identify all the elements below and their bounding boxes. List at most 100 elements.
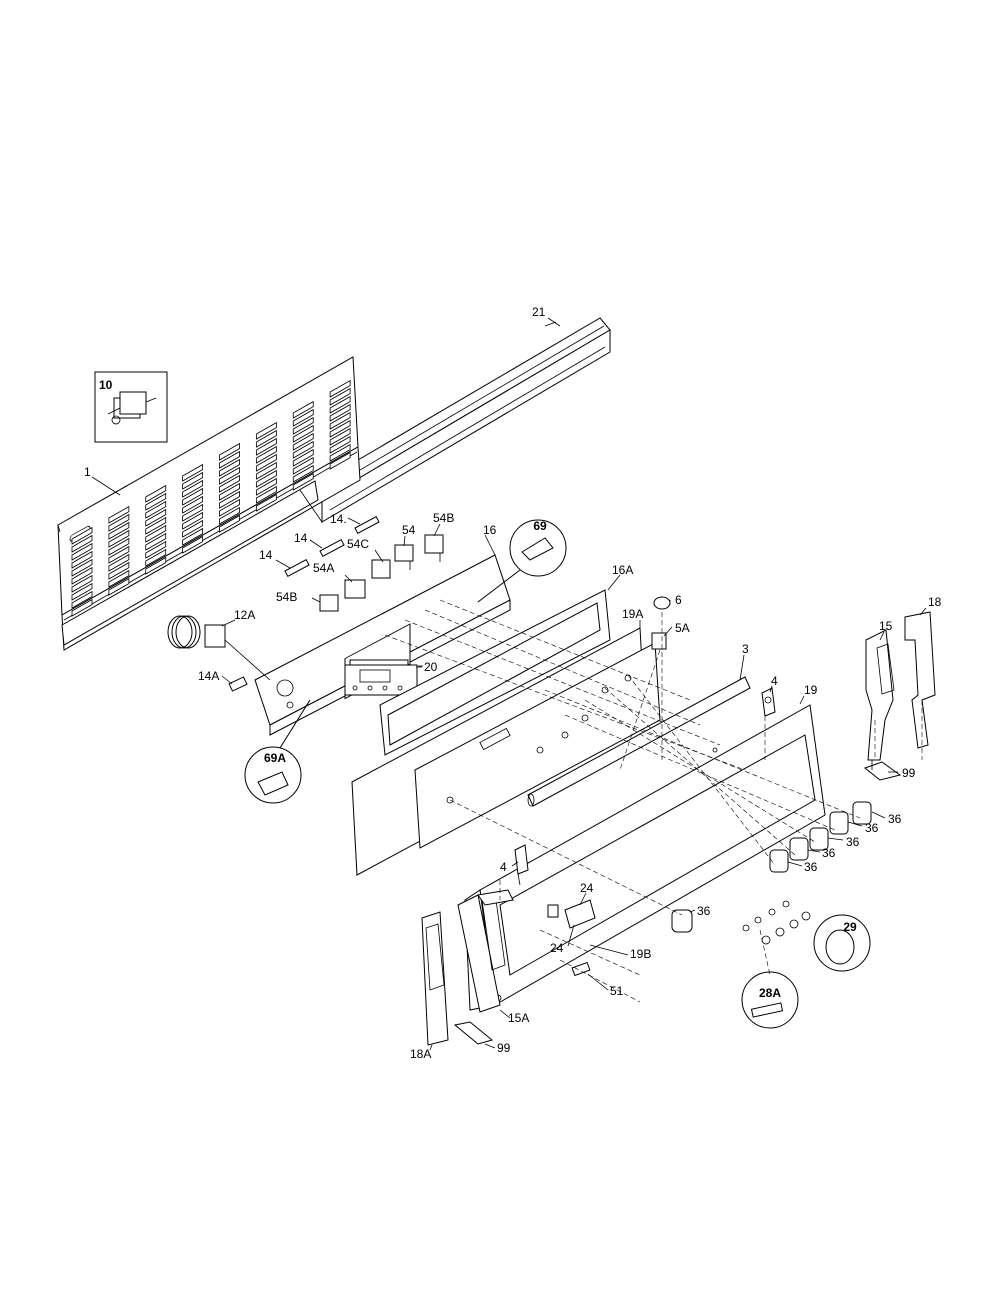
vent-slot — [71, 558, 93, 577]
vent-slot — [182, 487, 204, 506]
vent-slot — [329, 427, 351, 446]
label-3: 3 — [742, 642, 749, 656]
label-99-right: 99 — [902, 766, 916, 780]
label-24-a: 24 — [580, 881, 594, 895]
vent-slot — [182, 511, 204, 530]
vent-slot — [71, 590, 93, 609]
vent-slot — [71, 598, 93, 617]
vent-slot — [292, 448, 314, 467]
vent-slot — [219, 450, 240, 469]
label-36-c: 36 — [846, 835, 860, 849]
vent-slot — [219, 466, 240, 485]
part-99-bracket-left — [453, 1021, 494, 1045]
vent-slot — [329, 387, 351, 406]
vent-slot — [329, 443, 351, 462]
label-54b-low: 54B — [276, 590, 297, 604]
part-12a-spiral-ignitor — [167, 615, 271, 681]
vent-slot — [71, 566, 93, 585]
vent-slot — [255, 469, 277, 488]
vent-slot — [255, 493, 277, 512]
vent-slot — [329, 435, 351, 454]
part-24-valve — [547, 899, 596, 929]
vent-slot — [182, 527, 204, 546]
vent-slot — [219, 490, 240, 509]
vent-slot — [255, 421, 277, 440]
label-54c: 54C — [347, 537, 369, 551]
label-28a: 28A — [759, 986, 781, 1000]
label-19b: 19B — [630, 947, 651, 961]
label-6: 6 — [675, 593, 682, 607]
vent-slot — [292, 400, 314, 419]
vent-slot — [145, 500, 167, 519]
vent-slot — [219, 442, 240, 461]
label-18a: 18A — [410, 1047, 431, 1061]
part-4-bracket-top — [761, 687, 776, 717]
part-1-vented-panel — [57, 356, 361, 651]
vent-slot — [292, 472, 314, 491]
part-54-switches — [319, 534, 444, 612]
label-12a: 12A — [234, 608, 255, 622]
label-14a2: 14A — [198, 669, 219, 683]
vent-slot — [108, 577, 130, 596]
vent-slot — [108, 561, 130, 580]
vent-slot — [182, 503, 204, 522]
label-69a: 69A — [264, 751, 286, 765]
screws-set — [742, 900, 811, 945]
vent-slot — [182, 495, 204, 514]
vent-slot — [108, 529, 130, 548]
vent-slot — [292, 416, 314, 435]
vent-slot — [108, 553, 130, 572]
part-21-top-trim — [311, 317, 611, 523]
vent-slot — [329, 411, 351, 430]
label-4-top: 4 — [771, 674, 778, 688]
label-5a: 5A — [675, 621, 690, 635]
vent-slot — [292, 424, 314, 443]
vent-slot — [292, 464, 314, 483]
label-4-low: 4 — [500, 860, 507, 874]
part-16a-frame — [379, 589, 611, 756]
vent-slot — [292, 440, 314, 459]
part-29-callout — [813, 914, 871, 972]
label-54a: 54A — [313, 561, 334, 575]
label-36-b: 36 — [865, 821, 879, 835]
part-18a-end-trim — [421, 911, 449, 1046]
label-20: 20 — [424, 660, 438, 674]
assembly-lines — [384, 599, 923, 1003]
label-18-top: 18 — [928, 595, 942, 609]
label-15a: 15A — [508, 1011, 529, 1025]
vent-slot — [255, 437, 277, 456]
label-29: 29 — [843, 920, 857, 934]
label-10: 10 — [99, 378, 113, 392]
label-54: 54 — [402, 523, 416, 537]
vent-slot — [329, 403, 351, 422]
part-15-side-bracket — [865, 629, 895, 761]
vent-slot — [108, 545, 130, 564]
part-69-callout — [477, 519, 567, 603]
vent-slot — [182, 535, 204, 554]
label-16a: 16A — [612, 563, 633, 577]
vent-slot — [71, 526, 93, 545]
vent-slot — [182, 519, 204, 538]
vent-slot — [71, 582, 93, 601]
vent-slot — [145, 524, 167, 543]
label-69: 69 — [533, 519, 547, 533]
part-18-right-trim — [904, 611, 936, 749]
vent-slot — [255, 453, 277, 472]
leader-lines — [91, 317, 927, 1051]
label-54b-top: 54B — [433, 511, 454, 525]
vent-slot — [145, 516, 167, 535]
part-20-clock-board — [344, 664, 423, 696]
label-36-f: 36 — [697, 904, 711, 918]
vent-slot — [255, 477, 277, 496]
vent-slot — [255, 445, 277, 464]
part-14-ignitor-pins — [284, 516, 380, 577]
label-14a: 14. — [330, 512, 347, 526]
vent-slot — [219, 514, 240, 533]
label-36-a: 36 — [888, 812, 902, 826]
label-36-e: 36 — [804, 860, 818, 874]
vent-slot — [329, 419, 351, 438]
label-19a: 19A — [622, 607, 643, 621]
vent-slot — [182, 471, 204, 490]
vent-slot — [292, 432, 314, 451]
vent-slot — [255, 429, 277, 448]
